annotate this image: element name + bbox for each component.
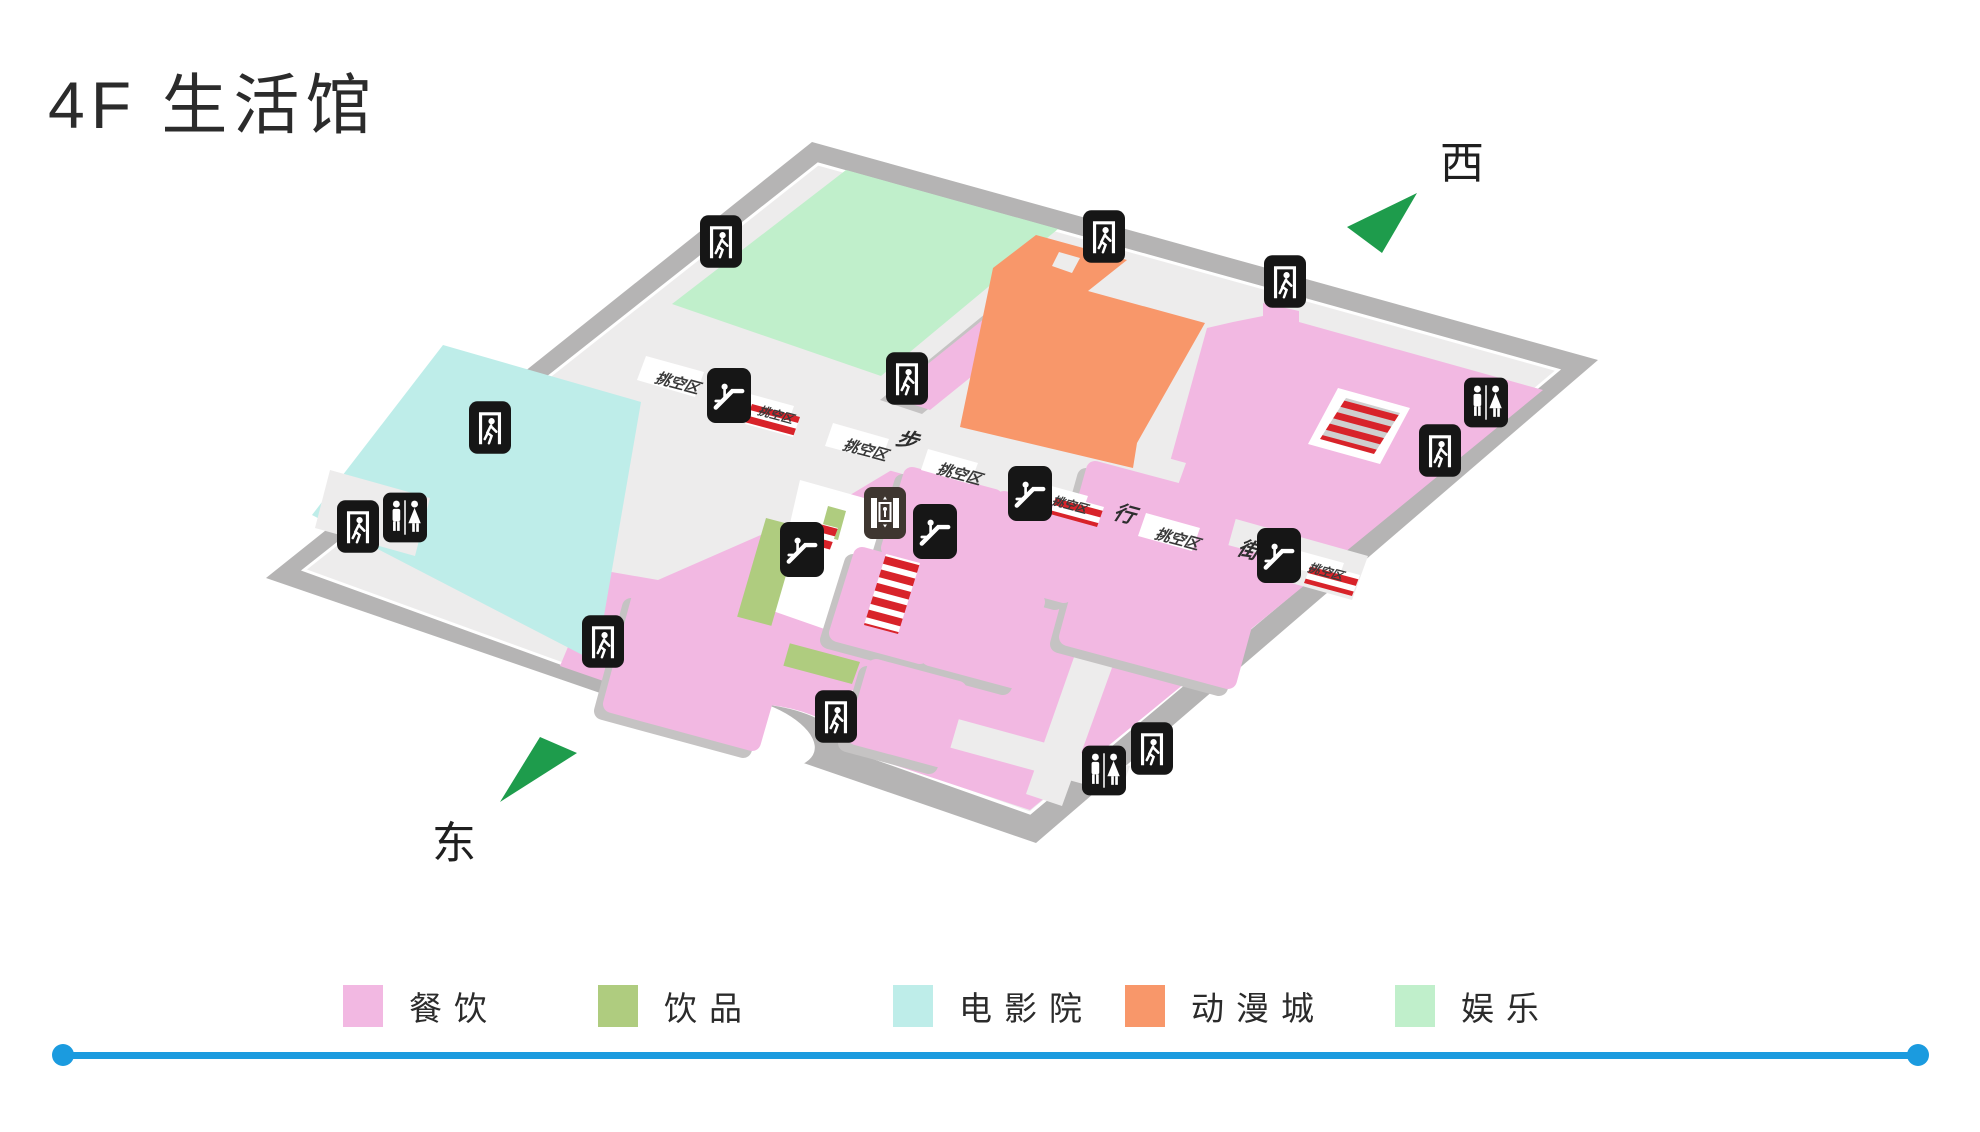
exit-man-icon xyxy=(700,215,742,268)
legend-swatch-drinks xyxy=(598,985,638,1027)
restroom-icon xyxy=(1464,377,1508,428)
restroom-icon xyxy=(383,492,427,543)
exit-man-icon xyxy=(582,615,624,668)
compass-east: 东 xyxy=(432,737,577,868)
exit-man-icon xyxy=(815,690,857,743)
direction-east-label: 东 xyxy=(432,819,476,868)
exit-man-icon xyxy=(1264,255,1306,308)
escalator-icon xyxy=(913,504,957,559)
legend-label: 餐饮 xyxy=(409,992,499,1028)
legend-item-drinks: 饮品 xyxy=(598,982,754,1030)
exit-man-icon xyxy=(886,352,928,405)
legend-item-anime: 动漫城 xyxy=(1125,982,1326,1030)
legend-item-fun: 娱乐 xyxy=(1395,982,1551,1030)
exit-man-icon xyxy=(1419,424,1461,477)
elevator-icon xyxy=(864,487,906,539)
zone-entertainment xyxy=(672,170,1058,376)
shop-blocks xyxy=(594,461,1269,774)
zone-anime-city xyxy=(960,235,1205,468)
escalator-icon xyxy=(780,522,824,577)
legend: 餐饮 饮品 电影院 动漫城 娱乐 xyxy=(0,982,1980,1042)
escalator-icon xyxy=(1257,528,1301,583)
exit-man-icon xyxy=(1131,722,1173,775)
compass-triangle-icon xyxy=(1347,193,1417,253)
escalator-icon xyxy=(1008,466,1052,521)
anime-door-notch xyxy=(1052,252,1080,273)
legend-item-cinema: 电影院 xyxy=(893,982,1094,1030)
legend-label: 饮品 xyxy=(664,992,754,1028)
legend-swatch-fun xyxy=(1395,985,1435,1027)
compass-triangle-icon xyxy=(500,737,577,802)
page-title: 4F 生活馆 xyxy=(48,68,378,142)
legend-item-dining: 餐饮 xyxy=(343,982,499,1030)
escalator-bank xyxy=(1308,388,1410,464)
compass-west: 西 xyxy=(1347,139,1484,253)
legend-label: 娱乐 xyxy=(1461,992,1551,1028)
legend-swatch-anime xyxy=(1125,985,1165,1027)
restroom-icon xyxy=(1082,745,1126,796)
exit-man-icon xyxy=(469,401,511,454)
direction-west-label: 西 xyxy=(1440,139,1484,188)
exit-man-icon xyxy=(1083,210,1125,263)
legend-swatch-dining xyxy=(343,985,383,1027)
footer-rule-dot xyxy=(1907,1044,1929,1066)
exit-man-icon xyxy=(337,500,379,553)
footer-rule xyxy=(63,1052,1918,1059)
legend-label: 电影院 xyxy=(959,992,1094,1028)
footer-rule-dot xyxy=(52,1044,74,1066)
legend-label: 动漫城 xyxy=(1191,992,1326,1028)
legend-swatch-cinema xyxy=(893,985,933,1027)
escalator-icon xyxy=(707,368,751,423)
